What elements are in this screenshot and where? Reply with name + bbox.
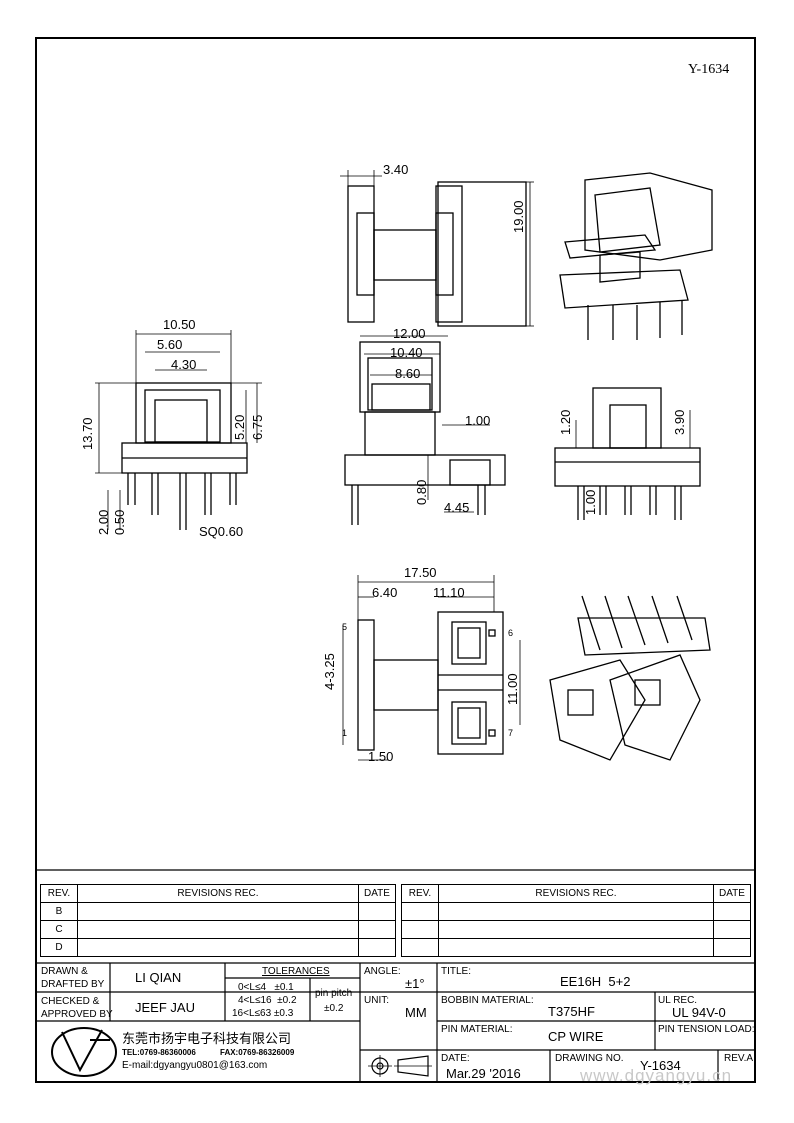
dim-0.80: 0.80 [414, 479, 429, 505]
dim-3.90: 3.90 [672, 409, 687, 435]
dim-11.10: 11.10 [433, 585, 465, 600]
rev-header-right: REV. [401, 884, 439, 903]
date-label: DATE: [441, 1053, 470, 1064]
company-email: E-mail:dgyangyu0801@163.com [122, 1060, 268, 1071]
dim-1.00-b: 1.00 [583, 489, 598, 515]
iso-view-top [559, 172, 713, 340]
rec-header: REVISIONS REC. [77, 884, 359, 903]
date-header: DATE [358, 884, 396, 903]
pin-pitch-value: ±0.2 [324, 1003, 344, 1014]
drawing-sheet [35, 37, 756, 1083]
front-view-left [95, 330, 262, 530]
front-view-center [344, 335, 506, 525]
pin-label-1: 1 [342, 728, 348, 738]
company-fax: FAX:0769-86326009 [220, 1048, 295, 1057]
checked-by: JEEF JAU [135, 1000, 195, 1015]
company-tel: TEL:0769-86360006 [122, 1048, 196, 1057]
dim-4.45: 4.45 [444, 500, 470, 515]
title-block-frame [36, 869, 755, 1083]
drawn-label: DRAWN & DRAFTED BY [41, 966, 105, 990]
revisions-table-right: REV.REVISIONS REC.DATE [401, 884, 751, 957]
dim-12.00: 12.00 [393, 326, 426, 341]
rev-header: REV. [40, 884, 78, 903]
company-logo [51, 1027, 117, 1077]
drawing-no-label: DRAWING NO. [555, 1053, 624, 1064]
tolerances-label: TOLERANCES [262, 966, 330, 977]
angle-value: ±1° [405, 976, 425, 991]
dim-13.70: 13.70 [80, 417, 95, 450]
tolerance-2: 4<L≤16 ±0.2 [238, 995, 297, 1006]
company-name-cn: 东莞市扬宇电子科技有限公司 [122, 1032, 292, 1047]
dim-10.50: 10.50 [163, 317, 196, 332]
dim-11.00: 11.00 [505, 673, 520, 705]
dim-5.60: 5.60 [157, 337, 183, 352]
pin-label-7: 7 [508, 728, 514, 738]
document-number: Y-1634 [688, 62, 730, 77]
dim-6.75: 6.75 [250, 414, 265, 440]
dim-6.40: 6.40 [372, 585, 398, 600]
watermark: www.dgyangyu.cn [580, 1066, 733, 1085]
pin-label-5: 5 [342, 622, 348, 632]
iso-view-bottom [549, 595, 711, 761]
rev-row-c: C [40, 920, 78, 939]
dim-2.00: 2.00 [96, 509, 111, 535]
bobbin-material-value: T375HF [548, 1004, 595, 1019]
dim-0.50: 0.50 [112, 509, 127, 535]
pin-tension-label: PIN TENSION LOAD: [658, 1024, 755, 1035]
pin-label-6: 6 [508, 628, 514, 638]
unit-label: UNIT: [364, 995, 389, 1006]
revisions-table-left: REV.REVISIONS REC.DATE B C D [40, 884, 396, 957]
dim-4.30: 4.30 [171, 357, 197, 372]
unit-value: MM [405, 1005, 427, 1020]
dim-8.60: 8.60 [395, 366, 421, 381]
bobbin-material-label: BOBBIN MATERIAL: [441, 995, 534, 1006]
title-label: TITLE: [441, 966, 472, 977]
plan-view-bottom [342, 575, 521, 761]
rev-row-b: B [40, 902, 78, 921]
front-view-top [437, 181, 534, 327]
dim-5.20: 5.20 [232, 414, 247, 440]
date-value: Mar.29 '2016 [446, 1066, 521, 1081]
dim-4-3.25: 4-3.25 [322, 653, 337, 690]
pin-material-label: PIN MATERIAL: [441, 1024, 513, 1035]
side-view-top [340, 170, 463, 323]
pin-material-value: CP WIRE [548, 1029, 604, 1044]
drawing-no-value: Y-1634 [640, 1058, 681, 1073]
dim-sq0.60: SQ0.60 [199, 524, 244, 539]
drawn-by: LI QIAN [135, 970, 182, 985]
dim-1.00-a: 1.00 [465, 413, 491, 428]
rev-a-label: REV.A [724, 1053, 754, 1064]
tolerance-3: 16<L≤63 ±0.3 [232, 1008, 294, 1019]
checked-label: CHECKED & APPROVED BY [41, 996, 113, 1020]
side-view-right [554, 387, 701, 520]
ul-rec-value: UL 94V-0 [672, 1005, 726, 1020]
date-header-right: DATE [713, 884, 751, 903]
angle-label: ANGLE: [364, 966, 401, 977]
rec-header-right: REVISIONS REC. [438, 884, 714, 903]
dim-10.40: 10.40 [390, 345, 423, 360]
title-value: EE16H 5+2 [560, 974, 631, 989]
ul-rec-label: UL REC. [658, 995, 698, 1006]
dim-1.50: 1.50 [368, 749, 394, 764]
pin-pitch-label: pin pitch [315, 988, 353, 999]
dim-3.40: 3.40 [383, 162, 409, 177]
rev-row-d: D [40, 938, 78, 957]
dim-17.50: 17.50 [404, 565, 437, 580]
dim-19.00: 19.00 [511, 200, 526, 233]
dim-1.20: 1.20 [558, 409, 573, 435]
tolerance-1: 0<L≤4 ±0.1 [238, 982, 294, 993]
